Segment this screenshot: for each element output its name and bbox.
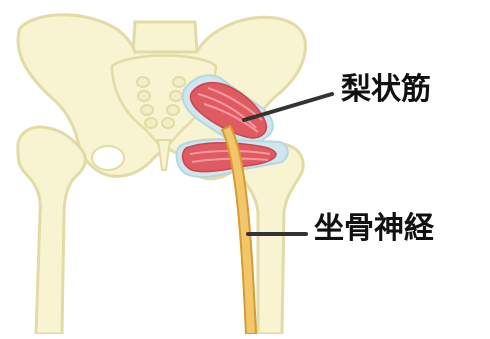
obturator-foramen-left: [92, 146, 124, 170]
sacrum-top: [133, 22, 197, 52]
femur-left: [18, 127, 86, 334]
coccyx: [158, 140, 170, 170]
sciatic-nerve-label: 坐骨神経: [314, 214, 434, 244]
piriformis-label: 梨状筋: [341, 75, 431, 105]
